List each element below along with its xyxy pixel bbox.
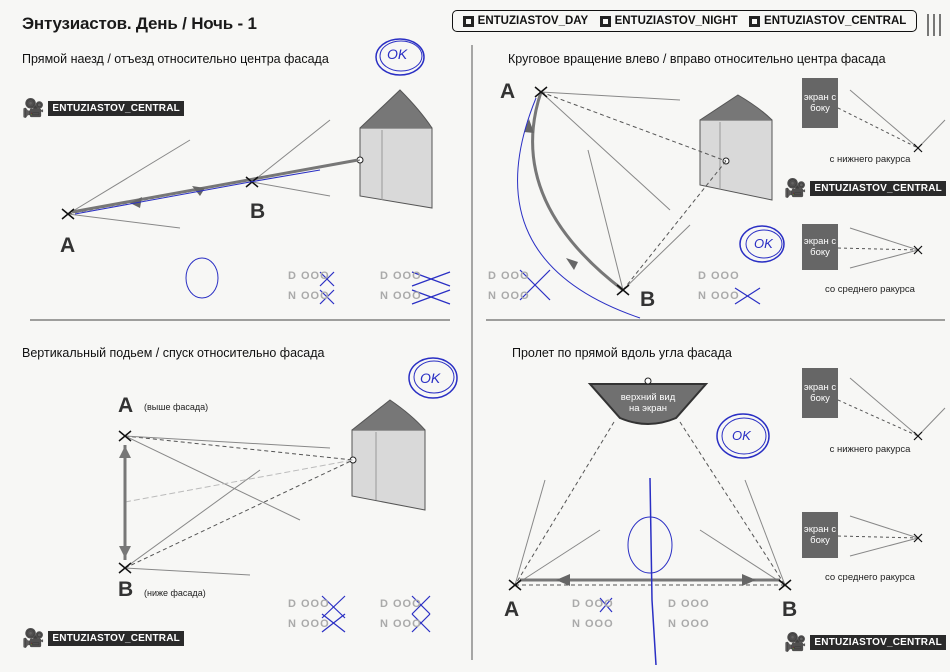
s1-title: Прямой наезд / отъезд относительно центр…	[22, 52, 329, 66]
corner-marks	[927, 14, 941, 36]
s3-point-a: A	[118, 394, 134, 417]
s2-camera-label: ENTUZIASTOV_CENTRAL	[810, 181, 946, 196]
s4-grid-day: D OOO	[572, 598, 614, 610]
s1-camera-badge: 🎥 ENTUZIASTOV_CENTRAL	[22, 98, 184, 119]
video-camera-icon: 🎥	[784, 632, 807, 652]
s2-grid-night-photo: N OOO	[698, 290, 740, 302]
s3-point-b: B	[118, 578, 134, 601]
s3-grid-night: N OOO	[288, 618, 330, 630]
s4-point-a: A	[504, 598, 520, 621]
top-tag-bar: ENTUZIASTOV_DAY ENTUZIASTOV_NIGHT ENTUZI…	[452, 10, 917, 32]
video-camera-icon: 🎥	[784, 178, 807, 198]
s2-point-b: B	[640, 288, 656, 311]
tag-night[interactable]: ENTUZIASTOV_NIGHT	[599, 15, 738, 27]
s1-handwritten-ok: OK	[387, 46, 408, 62]
s1-grid-day: D OOO	[288, 270, 330, 282]
s1-camera-label: ENTUZIASTOV_CENTRAL	[48, 101, 184, 116]
tag-central-label: ENTUZIASTOV_CENTRAL	[764, 15, 907, 27]
s1-grid-day-photo: D OOO	[380, 270, 422, 282]
s3-handwritten-ok: OK	[420, 370, 441, 386]
tag-icon	[599, 15, 611, 27]
s2-title: Круговое вращение влево / вправо относит…	[508, 52, 886, 66]
s4-handwritten-ok: OK	[732, 428, 751, 443]
s1-grid-night-photo: N OOO	[380, 290, 422, 302]
s4-caption-low: с нижнего ракурса	[829, 444, 911, 455]
document-title: Энтузиастов. День / Ночь - 1	[22, 14, 257, 33]
tag-day-label: ENTUZIASTOV_DAY	[477, 15, 589, 27]
s4-point-b: B	[782, 598, 798, 621]
s3-below-label: (ниже фасада)	[144, 588, 206, 598]
s1-grid-night: N OOO	[288, 290, 330, 302]
s2-drawing	[517, 86, 946, 319]
s4-screen-side-mid: экран с боку	[802, 512, 838, 558]
s3-camera-label: ENTUZIASTOV_CENTRAL	[48, 631, 184, 646]
s3-drawing	[118, 357, 458, 633]
video-camera-icon: 🎥	[22, 98, 45, 118]
tag-day[interactable]: ENTUZIASTOV_DAY	[462, 15, 589, 27]
s1-point-b: B	[250, 200, 266, 223]
s3-grid-night-photo: N OOO	[380, 618, 422, 630]
s2-grid-night: N OOO	[488, 290, 530, 302]
s2-handwritten-ok: OK	[754, 236, 773, 251]
s2-caption-mid: со среднего ракурса	[825, 284, 915, 295]
s3-above-label: (выше фасада)	[144, 402, 209, 412]
s4-camera-badge: 🎥 ENTUZIASTOV_CENTRAL	[784, 632, 946, 653]
s4-grid-night-photo: N OOO	[668, 618, 710, 630]
tag-icon	[749, 15, 761, 27]
s4-grid-day-photo: D OOO	[668, 598, 710, 610]
s2-point-a: A	[500, 80, 516, 103]
s2-grid-day: D OOO	[488, 270, 530, 282]
tag-night-label: ENTUZIASTOV_NIGHT	[614, 15, 738, 27]
s3-grid-day: D OOO	[288, 598, 330, 610]
s3-grid-day-photo: D OOO	[380, 598, 422, 610]
s3-title: Вертикальный подьем / спуск относительно…	[22, 346, 325, 360]
s4-caption-mid: со среднего ракурса	[825, 572, 915, 583]
s2-camera-badge: 🎥 ENTUZIASTOV_CENTRAL	[784, 178, 946, 199]
tag-icon	[462, 15, 474, 27]
s3-camera-badge: 🎥 ENTUZIASTOV_CENTRAL	[22, 628, 184, 649]
s4-screen-side-top: экран с боку	[802, 368, 838, 418]
s2-grid-day-photo: D OOO	[698, 270, 740, 282]
s1-point-a: A	[60, 234, 76, 257]
s2-screen-side-top: экран с боку	[802, 78, 838, 128]
s4-drawing	[508, 377, 946, 666]
s1-drawing	[61, 38, 451, 305]
s4-grid-night: N OOO	[572, 618, 614, 630]
video-camera-icon: 🎥	[22, 628, 45, 648]
s4-camera-label: ENTUZIASTOV_CENTRAL	[810, 635, 946, 650]
s4-title: Пролет по прямой вдоль угла фасада	[512, 346, 732, 360]
s4-top-view-label: верхний вид на экран	[620, 392, 676, 414]
tag-central[interactable]: ENTUZIASTOV_CENTRAL	[749, 15, 906, 27]
s2-screen-side-mid: экран с боку	[802, 224, 838, 270]
s2-caption-low: с нижнего ракурса	[829, 154, 911, 165]
